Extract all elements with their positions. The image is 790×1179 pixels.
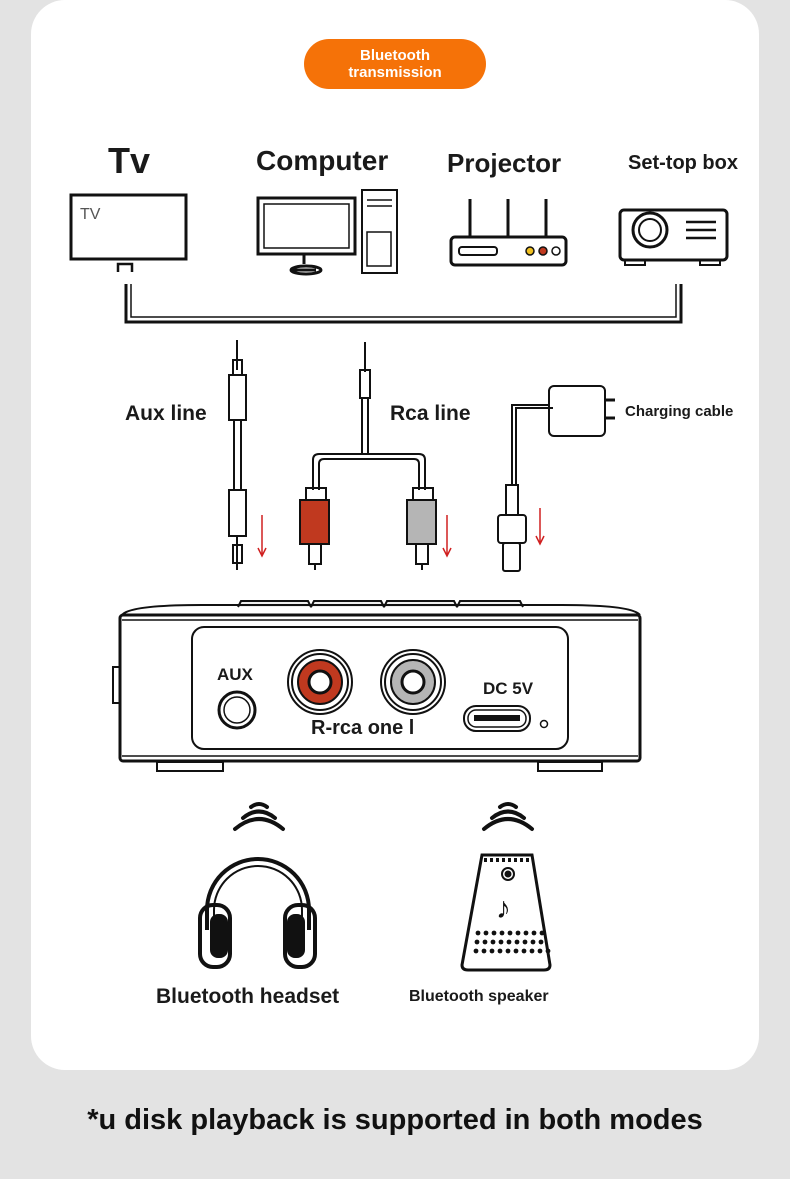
rca-port-label: R-rca one l — [311, 717, 415, 739]
charging-cable-label: Charging cable — [625, 403, 734, 420]
aux-port-label: AUX — [217, 665, 253, 684]
computer-icon — [256, 189, 398, 276]
speaker-icon: ♪ — [460, 853, 552, 972]
projector-icon — [449, 199, 568, 267]
footnote: *u disk playback is supported in both mo… — [87, 1104, 703, 1136]
dc-port-label: DC 5V — [483, 679, 534, 698]
tv-icon — [69, 193, 188, 272]
led-indicator-icon — [539, 719, 549, 729]
tv-screen-label: TV — [80, 206, 101, 223]
wireless-signal-icon — [233, 802, 534, 831]
svg-text:♪: ♪ — [496, 892, 511, 925]
tv-label: Tv — [108, 140, 151, 181]
charging-cable-icon — [497, 385, 615, 572]
speaker-label: Bluetooth speaker — [409, 988, 549, 1005]
settop-label: Set-top box — [628, 152, 738, 174]
rca-line-label: Rca line — [390, 402, 471, 425]
transmitter-device — [112, 600, 642, 772]
computer-label: Computer — [256, 145, 389, 176]
headset-icon — [198, 857, 317, 969]
set-top-box-icon — [618, 208, 729, 266]
mode-badge: Bluetooth transmission — [304, 39, 486, 89]
badge-line2: transmission — [348, 64, 442, 81]
content-card — [31, 0, 759, 1070]
rca-cable-icon — [299, 342, 437, 570]
aux-line-label: Aux line — [125, 402, 207, 425]
insert-arrow-icons — [257, 508, 545, 558]
aux-port-icon — [217, 690, 257, 730]
headset-label: Bluetooth headset — [156, 985, 340, 1008]
aux-cable-icon — [228, 340, 247, 570]
projector-label: Projector — [447, 148, 562, 178]
usb-c-port-icon — [463, 705, 531, 732]
device-bracket — [124, 284, 683, 324]
badge-line1: Bluetooth — [360, 47, 430, 64]
